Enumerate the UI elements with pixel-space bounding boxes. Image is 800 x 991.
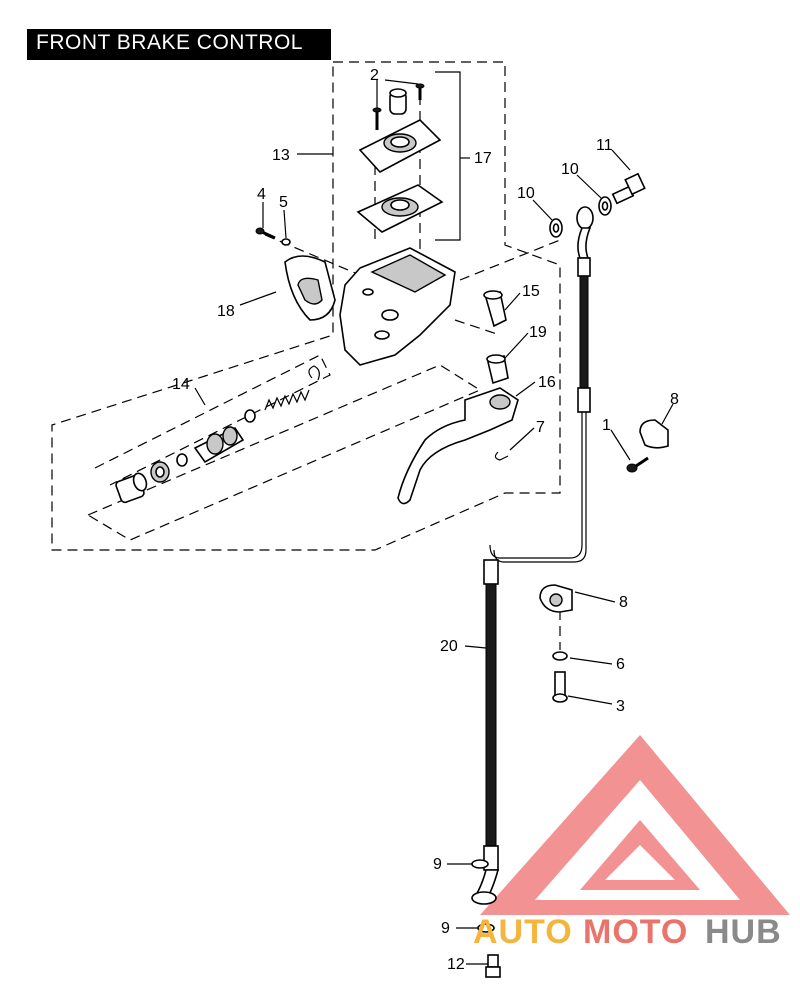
callout-14: 14 (172, 376, 190, 393)
axis-line (459, 239, 561, 281)
cover-screw-a (372, 107, 382, 130)
reservoir-plug (389, 88, 407, 115)
piston (193, 426, 245, 464)
handlebar-clamp (284, 255, 336, 321)
reservoir-cover (358, 119, 442, 173)
callout-10-left: 10 (517, 185, 535, 202)
clamp-washer (281, 238, 291, 246)
brake-hose-lower (485, 583, 497, 847)
cup-seal (244, 409, 256, 423)
callout-8-upper: 8 (670, 391, 679, 408)
watermark-part-1: AUTO (473, 913, 573, 951)
return-spring (264, 389, 310, 411)
banjo-washer-lower-a (471, 859, 489, 869)
brake-line-steel (489, 412, 583, 559)
hose-ferrule (577, 257, 591, 277)
banjo-fitting-lower (471, 891, 497, 905)
clip-screw-lower (552, 671, 568, 703)
leader-lines (194, 71, 674, 965)
callout-11: 11 (596, 137, 613, 154)
master-cylinder-body (339, 247, 456, 366)
callout-20: 20 (440, 638, 458, 655)
banjo-washer-upper-b (598, 196, 612, 216)
clamp-screw (255, 227, 276, 240)
brake-hose-upper (579, 275, 589, 389)
hose-clip-upper (639, 419, 669, 449)
watermark-part-2: MOTO (583, 913, 688, 951)
banjo-bolt-upper (611, 172, 646, 205)
callout-9-lower: 9 (441, 920, 450, 937)
axis-line (264, 234, 361, 276)
hose-clip-lower (539, 584, 573, 613)
assembly-14-outline (94, 354, 331, 486)
callout-8-lower: 8 (619, 594, 628, 611)
callout-5: 5 (279, 194, 288, 211)
o-ring (176, 453, 188, 467)
brake-lever (397, 387, 519, 505)
brake-line-steel-edge (493, 412, 587, 563)
title-banner (27, 29, 331, 60)
banjo-bolt-lower (485, 954, 501, 978)
callout-15: 15 (522, 283, 540, 300)
callout-2: 2 (370, 67, 379, 84)
pivot-pin (483, 290, 507, 328)
banjo-washer-upper-a (549, 218, 563, 238)
diagram-title: FRONT BRAKE CONTROL (36, 31, 303, 54)
callout-17: 17 (474, 150, 492, 167)
watermark-part-3: HUB (705, 913, 782, 951)
callout-9-upper: 9 (433, 856, 442, 873)
callout-12: 12 (447, 956, 465, 973)
retaining-ring (494, 451, 509, 461)
watermark-text: AUTO MOTO HUB (473, 913, 782, 951)
callout-10-right: 10 (561, 161, 579, 178)
clip-screw-upper (626, 456, 649, 473)
callout-4: 4 (257, 186, 266, 203)
piston-boot (115, 472, 148, 504)
callout-6: 6 (616, 656, 625, 673)
banjo-fitting-upper (576, 206, 594, 259)
pivot-bushing (486, 354, 509, 385)
callout-3: 3 (616, 698, 625, 715)
callout-16: 16 (538, 374, 556, 391)
reservoir-diaphragm (356, 184, 444, 233)
snap-ring (308, 365, 320, 381)
watermark-logo (480, 735, 790, 915)
piston-seal (150, 461, 170, 483)
assembly-13-outline (51, 61, 561, 551)
callout-18: 18 (217, 303, 235, 320)
callout-13: 13 (272, 147, 290, 164)
clip-washer (552, 651, 568, 661)
cover-screw-b (415, 83, 425, 100)
callout-1: 1 (602, 417, 611, 434)
hose-ferrule (483, 559, 499, 585)
axis-line (454, 319, 501, 336)
callout-7: 7 (536, 419, 545, 436)
callout-labels: 2 13 17 4 5 18 14 15 19 16 7 10 10 11 1 … (172, 67, 679, 973)
hose-ferrule (577, 387, 591, 413)
callout-19: 19 (529, 324, 547, 341)
